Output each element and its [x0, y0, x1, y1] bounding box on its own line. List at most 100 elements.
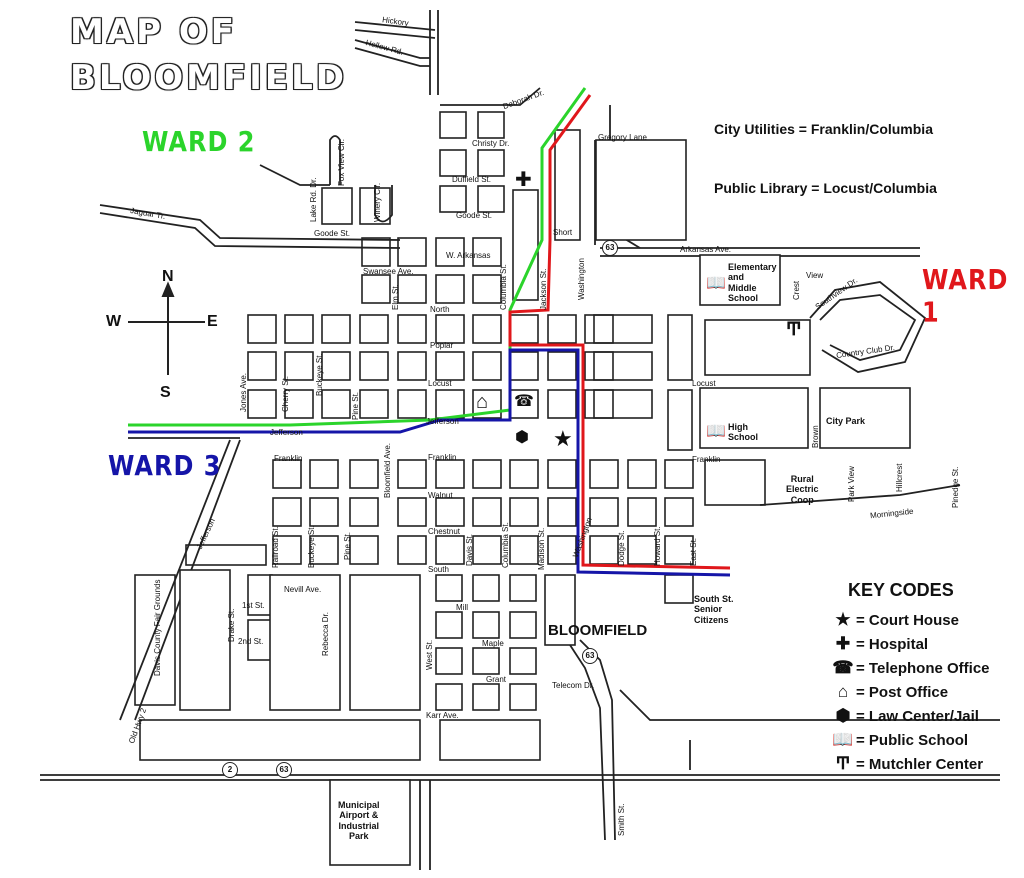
- highway-63-south-edge: [569, 644, 606, 841]
- high-school-lot: [699, 387, 809, 449]
- city-block: [584, 314, 614, 344]
- city-block: [435, 274, 465, 304]
- street-label: Lake Rd. Dr.: [309, 177, 318, 222]
- key-item: ☎= Telephone Office: [832, 658, 989, 678]
- street-label: Smith St.: [617, 803, 626, 836]
- street-label: Winery Cir.: [373, 182, 382, 222]
- key-item-label: = Court House: [856, 611, 959, 629]
- street-label: Washington: [577, 258, 586, 300]
- city-block: [664, 459, 694, 489]
- compass: [128, 281, 205, 375]
- city-block: [547, 351, 577, 381]
- map-title-line2: BLOOMFIELD: [70, 58, 347, 98]
- book-icon: 📖: [706, 423, 726, 440]
- deborah-drive: [440, 87, 541, 106]
- city-block: [664, 535, 694, 565]
- key-item: ⌂= Post Office: [832, 682, 948, 702]
- street-label: Davis County Fair Grounds: [153, 579, 162, 676]
- city-block: [704, 459, 766, 506]
- key-item-label: = Post Office: [856, 683, 949, 701]
- city-block: [435, 647, 463, 675]
- cross-icon: ✚: [835, 634, 851, 653]
- town-label: BLOOMFIELD: [548, 622, 648, 639]
- city-block: [359, 314, 389, 344]
- city-block: [435, 237, 465, 267]
- karr-lot-east: [439, 719, 541, 761]
- street-label: Pinedge St.: [951, 466, 960, 508]
- city-block: [589, 497, 619, 527]
- country-club-drive-edge: [809, 281, 927, 373]
- city-block: [509, 574, 537, 602]
- morningside-road: [759, 484, 961, 506]
- city-block: [439, 111, 467, 139]
- city-block: [547, 314, 577, 344]
- ward3-label: WARD 3: [108, 449, 222, 483]
- street-label: Bloomfield Ave.: [383, 443, 392, 498]
- street-label: Hillcrest: [895, 463, 904, 492]
- street-label: Christy Dr.: [472, 139, 510, 148]
- city-block: [477, 111, 505, 139]
- key-item-label: = Law Center/Jail: [856, 707, 979, 725]
- city-block: [627, 497, 657, 527]
- city-park-lot: [819, 387, 911, 449]
- hickory-road-edge: [354, 29, 436, 39]
- street-label: Cherry St.: [281, 375, 290, 412]
- street-label: Locust: [692, 379, 716, 388]
- city-block: [547, 497, 577, 527]
- city-block: [272, 535, 302, 565]
- city-block: [509, 459, 539, 489]
- street-label: Goode St.: [456, 211, 493, 220]
- street-label: Gregory Lane: [598, 133, 647, 142]
- city-block: [547, 459, 577, 489]
- telephone-icon: ☎: [514, 393, 534, 410]
- rural-coop-label: Rural Electric Coop: [786, 474, 819, 505]
- city-block: [554, 129, 581, 241]
- city-block: [509, 535, 539, 565]
- city-block: [435, 314, 465, 344]
- city-block: [547, 535, 577, 565]
- city-block: [284, 351, 314, 381]
- jaguar-trail-edge: [99, 212, 401, 249]
- street-label: Short: [553, 228, 573, 237]
- city-block: [584, 389, 614, 419]
- nevill-lot: [269, 574, 341, 711]
- city-block: [397, 497, 427, 527]
- book-icon: 📖: [706, 275, 726, 292]
- hickory-road: [354, 21, 436, 31]
- utilities-note: City Utilities = Franklin/Columbia: [714, 121, 933, 137]
- book-icon: 📖: [832, 730, 854, 749]
- street-label: Pine St.: [351, 391, 360, 420]
- city-block: [435, 459, 465, 489]
- street-label: Franklin: [428, 453, 457, 462]
- ward3-boundary: [128, 348, 731, 577]
- city-block: [593, 389, 653, 419]
- map-title-line1: MAP OF: [70, 12, 238, 52]
- roads: [40, 10, 1000, 870]
- city-block: [272, 459, 302, 489]
- telecom-drive: [619, 689, 1000, 721]
- city-block: [321, 314, 351, 344]
- compass-arrow: [161, 281, 175, 297]
- city-block: [397, 389, 427, 419]
- key-item: 📖= Public School: [832, 730, 968, 750]
- city-block: [321, 389, 351, 419]
- street-label: West St.: [425, 639, 434, 670]
- city-block: [472, 683, 500, 711]
- compass-north-label: N: [162, 268, 174, 285]
- city-block: [472, 389, 502, 419]
- street-label: Poplar: [430, 341, 454, 350]
- street-label: Franklin: [692, 455, 721, 464]
- key-item-label: = Public School: [856, 731, 969, 749]
- key-item-label: = Hospital: [856, 635, 929, 653]
- lake-road: [259, 164, 330, 186]
- south-lot: [349, 574, 421, 711]
- city-block: [397, 237, 427, 267]
- senior-lot: [664, 574, 694, 604]
- city-block: [359, 389, 389, 419]
- city-block: [472, 274, 502, 304]
- city-block: [593, 314, 653, 344]
- city-block: [512, 189, 539, 301]
- city-block: [397, 314, 427, 344]
- elementary-lot: [699, 254, 781, 306]
